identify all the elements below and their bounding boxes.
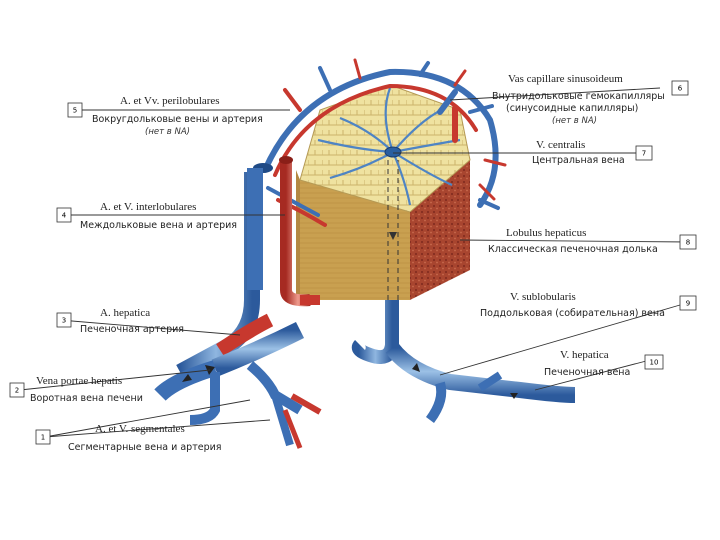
central-vein-arrow xyxy=(389,232,397,240)
label-3-russian: Печеночная артерия xyxy=(80,324,184,335)
number-box-9: 9 xyxy=(679,295,697,311)
label-7-latin: V. centralis xyxy=(536,139,585,151)
label-9-latin: V. sublobularis xyxy=(510,291,576,303)
label-9-number: 9 xyxy=(686,300,690,308)
label-3-number: 3 xyxy=(62,317,66,325)
label-5-russian: Вокругдольковые вены и артерия xyxy=(92,114,263,125)
label-10-number: 10 xyxy=(650,359,659,367)
sublobular-hepatic-veins xyxy=(351,300,576,423)
number-box-10: 10 xyxy=(644,354,664,370)
label-4-russian: Междольковые вена и артерия xyxy=(80,220,237,231)
number-box-6: 6 xyxy=(671,80,689,96)
label-1-latin: A. et V. segmentales xyxy=(95,423,185,435)
lobule-front-face xyxy=(300,180,410,300)
label-3-latin: A. hepatica xyxy=(100,307,150,319)
number-box-2: 2 xyxy=(9,382,25,398)
hepatic-lobule-block xyxy=(296,84,471,300)
label-5-note: (нет в NA) xyxy=(145,127,190,137)
label-6-latin: Vas capillare sinusoideum xyxy=(508,73,623,85)
number-box-7: 7 xyxy=(635,145,653,161)
lobule-side-face xyxy=(410,160,470,300)
label-5-latin: A. et Vv. perilobulares xyxy=(120,95,220,107)
number-box-3: 3 xyxy=(56,312,72,328)
label-4-latin: A. et V. interlobulares xyxy=(100,201,196,213)
label-2-russian: Воротная вена печени xyxy=(30,393,143,404)
label-8-latin: Lobulus hepaticus xyxy=(506,227,586,239)
label-5-number: 5 xyxy=(73,107,77,115)
label-6-number: 6 xyxy=(678,85,683,93)
label-9-russian: Поддольковая (собирательная) вена xyxy=(480,308,665,319)
label-10-russian: Печеночная вена xyxy=(544,367,630,378)
label-8-russian: Классическая печеночная долька xyxy=(488,244,658,255)
label-6-russian-2: (синусоидные капилляры) xyxy=(506,103,638,114)
label-1-russian: Сегментарные вена и артерия xyxy=(68,442,222,453)
label-6-note: (нет в NA) xyxy=(552,116,597,126)
leader-lines xyxy=(19,87,691,438)
label-10-latin: V. hepatica xyxy=(560,349,609,361)
number-box-5: 5 xyxy=(67,102,83,118)
label-6-russian: Внутридольковые гемокапилляры xyxy=(492,91,665,102)
label-2-number: 2 xyxy=(15,387,19,395)
number-box-1: 1 xyxy=(35,429,51,445)
label-2-latin: Vena portae hepatis xyxy=(36,375,122,387)
label-1-number: 1 xyxy=(41,434,45,442)
number-box-8: 8 xyxy=(679,234,697,250)
portal-trunk xyxy=(154,156,322,449)
label-7-number: 7 xyxy=(642,150,646,158)
central-vein-opening xyxy=(384,146,402,158)
label-8-number: 8 xyxy=(686,239,690,247)
lobule-front-face-left xyxy=(296,170,300,300)
label-4-number: 4 xyxy=(62,212,67,220)
number-box-4: 4 xyxy=(56,207,72,223)
label-7-russian: Центральная вена xyxy=(532,155,625,166)
